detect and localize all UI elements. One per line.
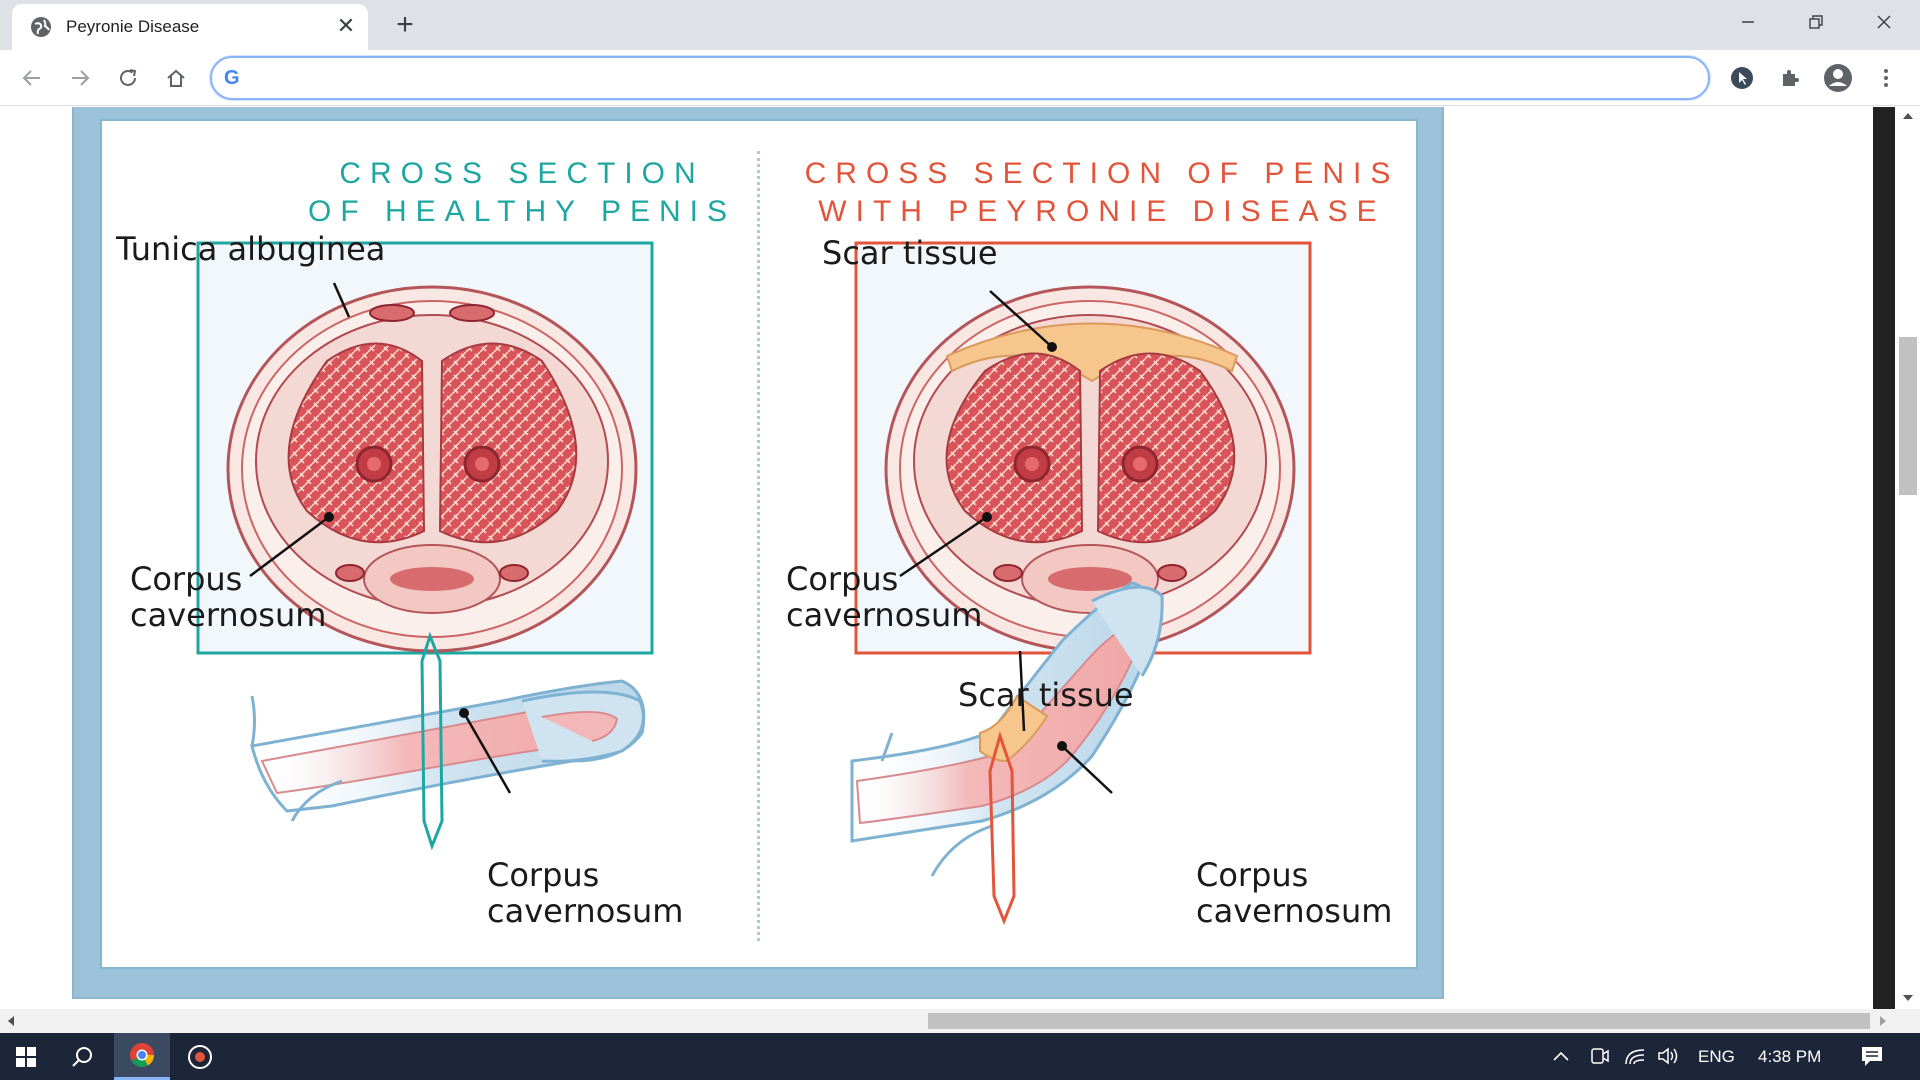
label-corpus-healthy-side: Corpus cavernosum [487, 856, 684, 930]
close-icon [1877, 15, 1891, 29]
puzzle-icon [1783, 70, 1799, 86]
label-corpus-healthy-section: Corpus cavernosum [130, 560, 327, 634]
kebab-menu-icon [1884, 69, 1888, 87]
disease-side-view [850, 581, 1164, 926]
dark-side-strip [1873, 107, 1895, 1009]
browser-toolbar: G [0, 50, 1920, 106]
healthy-side-view [250, 631, 646, 851]
disease-section-title: CROSS SECTION OF PENIS WITH PEYRONIE DIS… [804, 157, 1400, 228]
corpus-left-leader-line [249, 515, 330, 578]
healthy-section-plane [420, 631, 444, 851]
notification-icon[interactable] [1860, 1045, 1884, 1067]
figure-frame: CROSS SECTION OF HEALTHY PENIS CROSS SEC… [72, 107, 1444, 999]
cursor-extension-icon [1731, 67, 1753, 89]
chrome-icon [130, 1043, 154, 1068]
corpus-left-bottom-leader-line [462, 712, 512, 794]
arrow-left-icon [22, 70, 40, 86]
disease-section-plane [988, 730, 1016, 926]
figure-panel: CROSS SECTION OF HEALTHY PENIS CROSS SEC… [100, 119, 1418, 969]
home-icon [167, 69, 185, 87]
clock[interactable]: 4:38 PM [1758, 1047, 1822, 1066]
scroll-left-icon[interactable] [6, 1015, 16, 1027]
section-divider [757, 151, 760, 941]
scroll-up-icon[interactable] [1901, 111, 1915, 121]
minimize-button[interactable] [1720, 6, 1776, 38]
vertical-scroll-thumb[interactable] [1899, 337, 1917, 495]
label-tunica-albuginea: Tunica albuginea [116, 230, 386, 268]
label-scar-tissue-section: Scar tissue [822, 234, 998, 272]
reload-button[interactable] [112, 62, 144, 94]
forward-button[interactable] [64, 62, 96, 94]
browser-tab[interactable]: Peyronie Disease ✕ [12, 4, 368, 50]
tab-close-button[interactable]: ✕ [336, 13, 356, 38]
horizontal-scroll-thumb[interactable] [928, 1013, 1870, 1029]
start-button[interactable] [0, 1033, 52, 1080]
search-button[interactable] [56, 1033, 108, 1080]
extensions-button[interactable] [1774, 62, 1806, 94]
url-input[interactable] [256, 66, 1656, 90]
profile-button[interactable] [1822, 62, 1854, 94]
horizontal-scrollbar[interactable] [0, 1009, 1920, 1033]
healthy-section-title: CROSS SECTION OF HEALTHY PENIS [308, 157, 736, 228]
tunica-leader-line [332, 282, 351, 318]
google-icon: G [224, 67, 240, 89]
wifi-icon[interactable] [1624, 1046, 1646, 1066]
back-button[interactable] [16, 62, 48, 94]
scar-bottom-leader-line [1018, 650, 1026, 732]
new-tab-button[interactable]: + [396, 8, 414, 41]
tab-title: Peyronie Disease [66, 17, 200, 36]
windows-logo-icon [16, 1046, 36, 1067]
globe-icon [31, 17, 51, 37]
chevron-up-icon[interactable] [1552, 1049, 1570, 1063]
vertical-scrollbar[interactable] [1873, 107, 1920, 1009]
label-corpus-disease-side: Corpus cavernosum [1196, 856, 1393, 930]
page-viewport: CROSS SECTION OF HEALTHY PENIS CROSS SEC… [0, 107, 1873, 1009]
label-scar-tissue-side: Scar tissue [958, 676, 1134, 714]
taskbar-chrome[interactable] [114, 1033, 170, 1080]
home-button[interactable] [160, 62, 192, 94]
record-app-icon [188, 1044, 212, 1069]
arrow-right-icon [72, 70, 90, 86]
corpus-right-bottom-leader-line [1061, 745, 1113, 794]
restore-icon [1809, 15, 1823, 29]
address-bar[interactable]: G [210, 56, 1710, 100]
healthy-cross-section [196, 241, 654, 655]
windows-taskbar: ENG 4:38 PM [0, 1033, 1920, 1080]
language-indicator[interactable]: ENG [1698, 1047, 1735, 1066]
extension-cursor-button[interactable] [1726, 62, 1758, 94]
disease-cross-section [854, 241, 1312, 655]
volume-icon[interactable] [1656, 1046, 1680, 1066]
label-corpus-disease-section: Corpus cavernosum [786, 560, 983, 634]
scar-top-leader-line [989, 290, 1053, 348]
minimize-icon [1742, 21, 1754, 23]
taskbar-media-app[interactable] [172, 1033, 228, 1080]
account-icon [1824, 64, 1852, 92]
restore-button[interactable] [1788, 6, 1844, 38]
scroll-down-icon[interactable] [1901, 993, 1915, 1003]
meet-now-icon[interactable] [1590, 1046, 1610, 1066]
menu-button[interactable] [1870, 62, 1902, 94]
close-window-button[interactable] [1856, 6, 1912, 38]
illustration-canvas [196, 241, 1312, 926]
corpus-right-leader-line [899, 515, 988, 578]
scroll-right-icon[interactable] [1878, 1015, 1888, 1027]
reload-icon [120, 69, 137, 86]
tab-strip: Peyronie Disease ✕ + [0, 0, 1920, 50]
search-icon [72, 1046, 92, 1067]
